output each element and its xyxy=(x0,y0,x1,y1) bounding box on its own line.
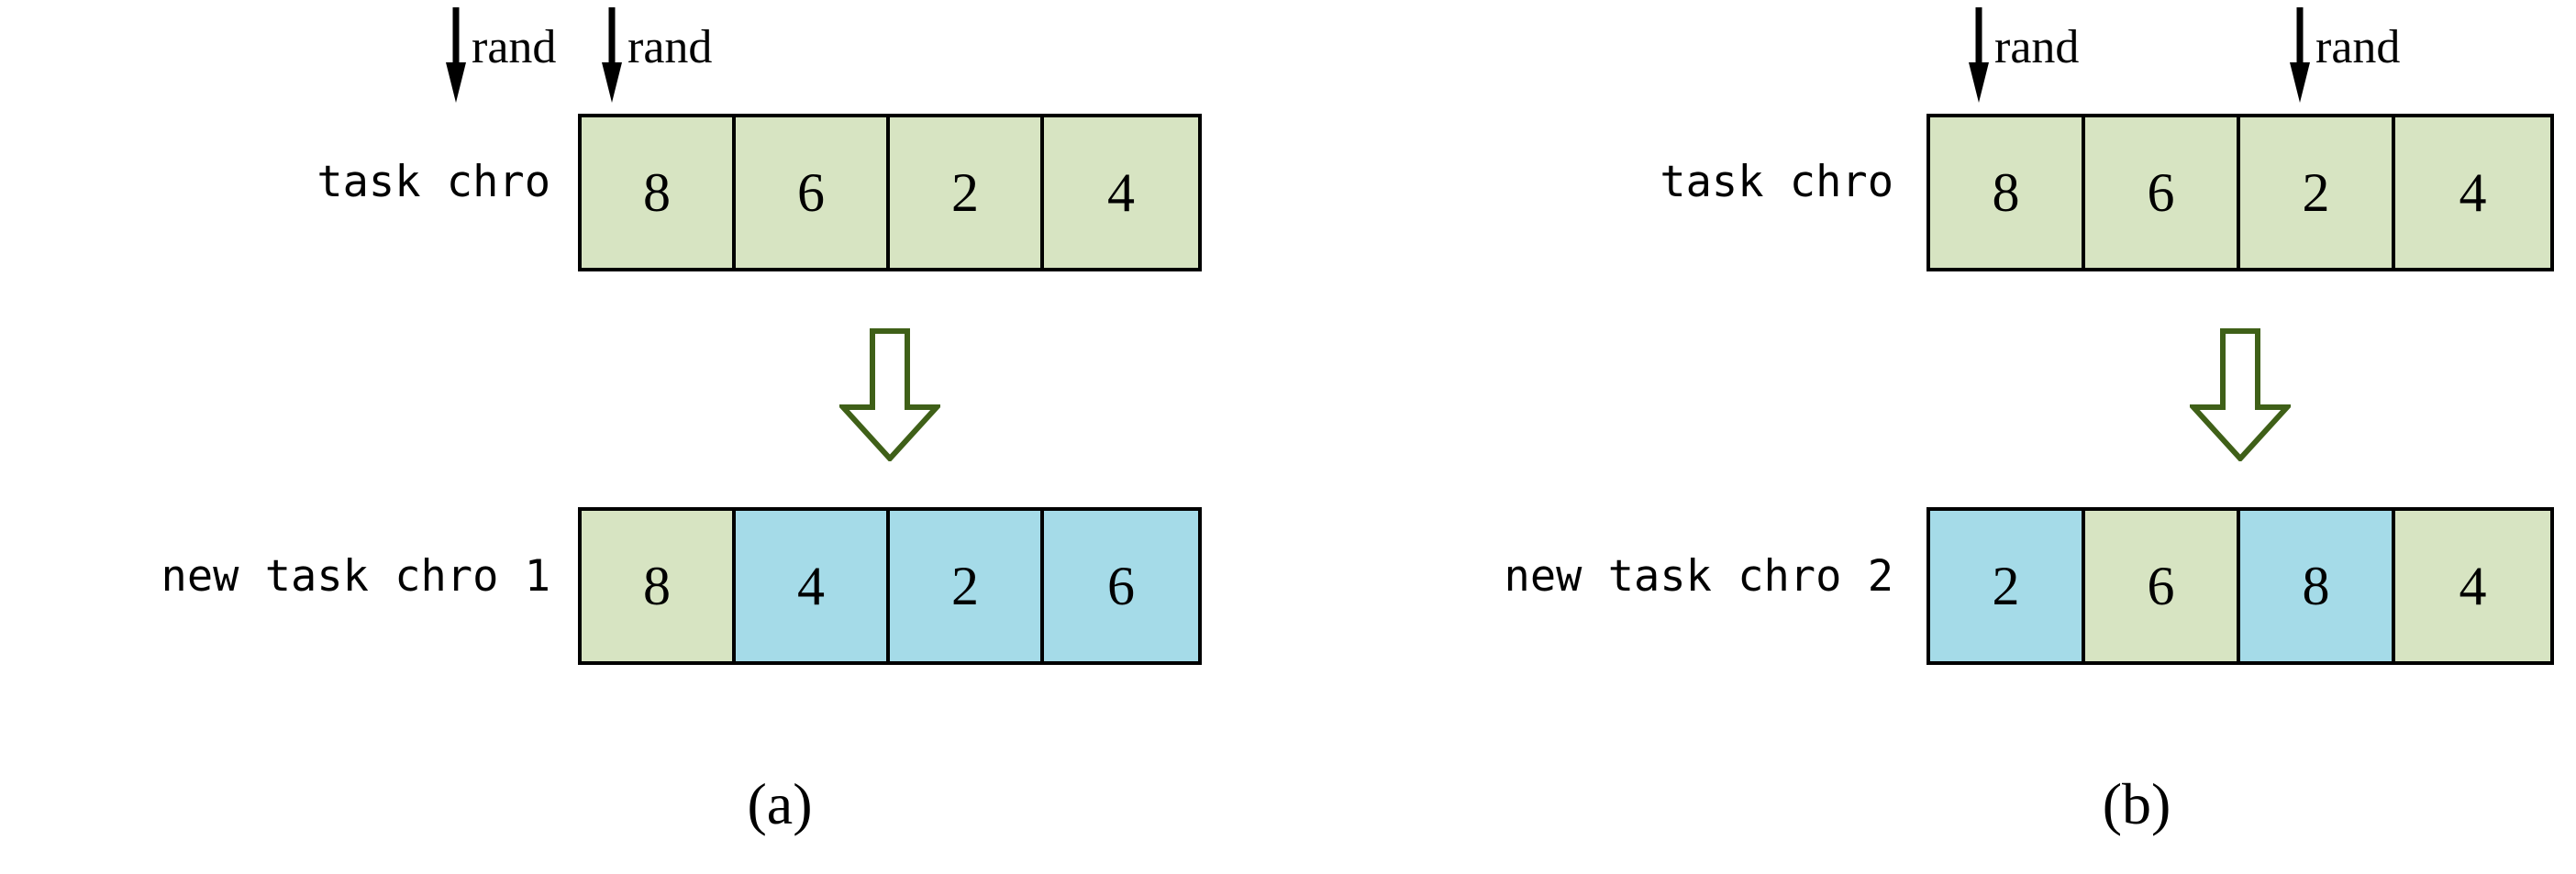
cell-value: 2 xyxy=(2302,162,2330,223)
down-arrow-icon xyxy=(1969,7,1989,103)
panel-a: rand rand task chro 8 6 2 4 new task chr… xyxy=(161,7,1202,836)
chromosome-cell[interactable]: 6 xyxy=(1044,511,1199,661)
cell-value: 6 xyxy=(1107,556,1136,616)
cell-value: 4 xyxy=(2459,556,2487,616)
chromosome-cell[interactable]: 2 xyxy=(1930,511,2086,661)
rand-label: rand xyxy=(1994,21,2080,73)
chromosome-cell[interactable]: 4 xyxy=(2395,511,2551,661)
chromosome-cell[interactable]: 2 xyxy=(2240,117,2396,268)
panel-b: rand rand task chro 8 6 2 4 new task chr… xyxy=(1288,0,2576,874)
transform-block-arrow-icon xyxy=(2190,328,2291,461)
rand-label: rand xyxy=(2315,21,2401,73)
cell-value: 2 xyxy=(1992,556,2020,616)
source-row-label-b: task chro xyxy=(1660,157,1893,207)
cell-value: 6 xyxy=(797,162,826,223)
result-chromosome-b: 2 6 8 4 xyxy=(1926,507,2554,665)
panel-caption-b: (b) xyxy=(2102,771,2171,836)
cell-value: 6 xyxy=(2147,556,2175,616)
chromosome-cell[interactable]: 2 xyxy=(890,117,1045,268)
result-chromosome-a: 8 4 2 6 xyxy=(578,507,1202,665)
source-chromosome-a: 8 6 2 4 xyxy=(578,114,1202,271)
cell-value: 4 xyxy=(1107,162,1136,223)
chromosome-cell[interactable]: 8 xyxy=(1930,117,2086,268)
cell-value: 4 xyxy=(2459,162,2487,223)
chromosome-cell[interactable]: 2 xyxy=(890,511,1045,661)
chromosome-cell[interactable]: 4 xyxy=(736,511,891,661)
cell-value: 4 xyxy=(797,556,826,616)
source-row-label-a: task chro xyxy=(316,157,550,207)
cell-value: 2 xyxy=(951,162,980,223)
transform-block-arrow-icon xyxy=(839,328,940,461)
cell-value: 8 xyxy=(1992,162,2020,223)
cell-value: 8 xyxy=(643,556,671,616)
source-chromosome-b: 8 6 2 4 xyxy=(1926,114,2554,271)
rand-label: rand xyxy=(627,21,713,73)
panel-caption-a: (a) xyxy=(747,771,813,836)
chromosome-cell[interactable]: 8 xyxy=(2240,511,2396,661)
rand-label: rand xyxy=(472,21,557,73)
chromosome-cell[interactable]: 4 xyxy=(1044,117,1199,268)
chromosome-cell[interactable]: 6 xyxy=(2085,511,2241,661)
rand-marker-a-2: rand xyxy=(600,7,712,103)
rand-marker-b-2: rand xyxy=(2288,7,2400,103)
down-arrow-icon xyxy=(602,7,622,103)
cell-value: 8 xyxy=(643,162,671,223)
chromosome-cell[interactable]: 4 xyxy=(2395,117,2551,268)
chromosome-cell[interactable]: 8 xyxy=(582,511,737,661)
rand-marker-a-1: rand xyxy=(444,7,556,103)
chromosome-cell[interactable]: 6 xyxy=(736,117,891,268)
result-row-label-b: new task chro 2 xyxy=(1504,551,1893,602)
cell-value: 6 xyxy=(2147,162,2175,223)
chromosome-cell[interactable]: 8 xyxy=(582,117,737,268)
down-arrow-icon xyxy=(2290,7,2310,103)
cell-value: 8 xyxy=(2302,556,2330,616)
down-arrow-icon xyxy=(446,7,466,103)
chromosome-cell[interactable]: 6 xyxy=(2085,117,2241,268)
result-row-label-a: new task chro 1 xyxy=(161,551,550,602)
rand-marker-b-1: rand xyxy=(1967,7,2079,103)
cell-value: 2 xyxy=(951,556,980,616)
